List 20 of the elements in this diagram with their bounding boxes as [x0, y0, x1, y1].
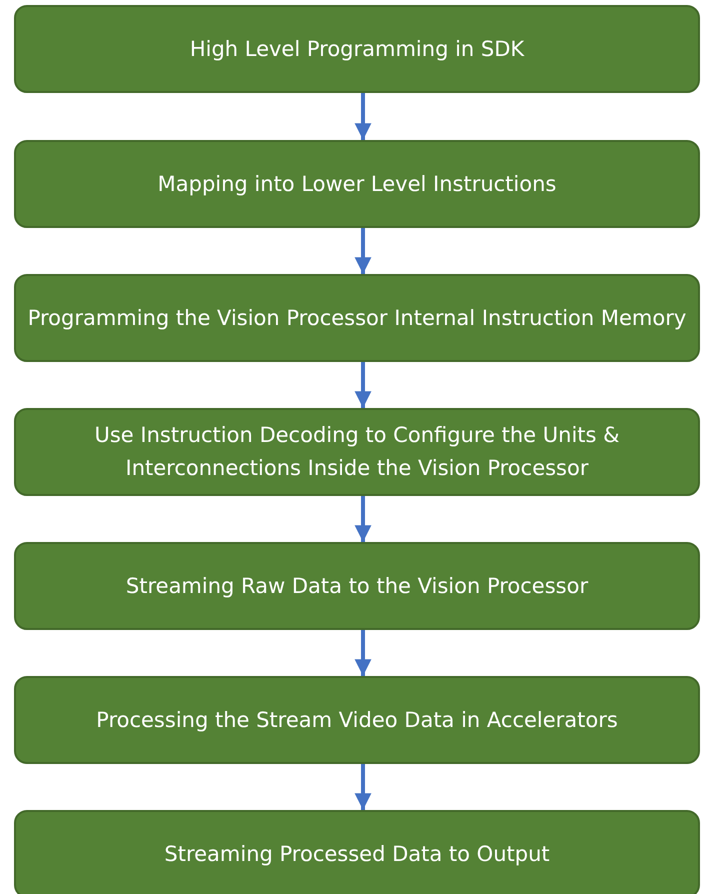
process-box: [14, 5, 700, 93]
step-label: Use Instruction Decoding to Configure the Units & Interconnections Inside the Vision Processor: [93, 422, 621, 482]
arrow: [354, 496, 372, 542]
step-label: Processing the Stream Video Data in Accelerators: [96, 706, 618, 734]
process-box: [14, 140, 700, 228]
step-label: Streaming Raw Data to the Vision Processor: [126, 572, 588, 600]
step-label: High Level Programming in SDK: [190, 36, 524, 63]
arrow: [354, 764, 372, 810]
arrow: [354, 93, 372, 140]
step-label: Programming the Vision Processor Internal Instruction Memory: [28, 304, 686, 332]
arrow: [354, 362, 372, 408]
arrow: [354, 228, 372, 274]
arrow: [354, 630, 372, 676]
process-box: [14, 274, 700, 362]
process-box: [14, 676, 700, 764]
process-box: [14, 408, 700, 496]
step-label: Mapping into Lower Level Instructions: [158, 170, 556, 198]
process-box: [14, 542, 700, 630]
process-box: [14, 810, 700, 894]
step-label: Streaming Processed Data to Output: [164, 840, 550, 868]
